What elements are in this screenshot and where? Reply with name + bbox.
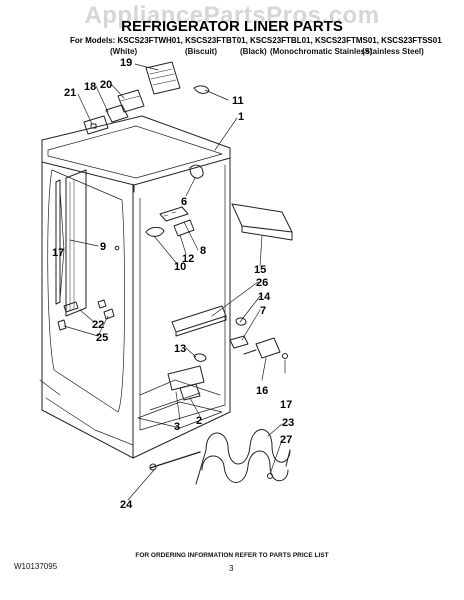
leader-lines xyxy=(59,63,286,501)
top-parts xyxy=(83,61,210,135)
rail-parts xyxy=(55,169,120,317)
callout-9: 9 xyxy=(100,241,106,253)
callout-11: 11 xyxy=(232,95,244,107)
variant-stainless-steel: (Stainless Steel) xyxy=(362,47,424,56)
page-title: REFRIGERATOR LINER PARTS xyxy=(121,18,343,35)
callout-22: 22 xyxy=(92,319,104,331)
callout-13: 13 xyxy=(174,343,186,355)
callout-24: 24 xyxy=(120,499,133,511)
variant-white: (White) xyxy=(110,47,138,56)
callout-14: 14 xyxy=(258,291,271,303)
variant-biscuit: (Biscuit) xyxy=(185,47,217,56)
part-callouts: 19 20 18 21 11 1 6 9 17 8 12 10 15 26 14… xyxy=(52,57,294,511)
callout-8: 8 xyxy=(200,245,206,257)
callout-21: 21 xyxy=(64,87,76,99)
heater-coil xyxy=(149,429,291,485)
callout-23: 23 xyxy=(282,417,294,429)
callout-15: 15 xyxy=(254,264,266,276)
middle-parts xyxy=(57,299,288,401)
callout-27: 27 xyxy=(280,434,292,446)
callout-19: 19 xyxy=(120,57,132,69)
callout-17-left: 17 xyxy=(52,247,64,259)
document-number: W10137095 xyxy=(14,562,58,571)
callout-6: 6 xyxy=(181,196,187,208)
callout-25: 25 xyxy=(96,332,108,344)
callout-17-right: 17 xyxy=(280,399,292,411)
callout-20: 20 xyxy=(100,79,112,91)
right-side-parts xyxy=(145,164,293,241)
page-number: 3 xyxy=(229,564,234,573)
variant-black: (Black) xyxy=(240,47,267,56)
models-line: For Models: KSCS23FTWH01, KSCS23FTBT01, … xyxy=(70,36,442,45)
callout-3: 3 xyxy=(174,421,180,433)
callout-10: 10 xyxy=(174,261,186,273)
watermark: AppliancePartsPros.com xyxy=(84,2,380,29)
callout-7: 7 xyxy=(260,305,266,317)
callout-16: 16 xyxy=(256,385,268,397)
ordering-note: FOR ORDERING INFORMATION REFER TO PARTS … xyxy=(135,552,329,559)
liner-body xyxy=(39,115,231,459)
variant-monochromatic-stainless: (Monochromatic Stainless) xyxy=(270,47,373,56)
callout-12: 12 xyxy=(182,253,194,265)
callout-1: 1 xyxy=(238,111,244,123)
callout-26: 26 xyxy=(256,277,268,289)
callout-2: 2 xyxy=(196,415,202,427)
callout-18: 18 xyxy=(84,81,96,93)
